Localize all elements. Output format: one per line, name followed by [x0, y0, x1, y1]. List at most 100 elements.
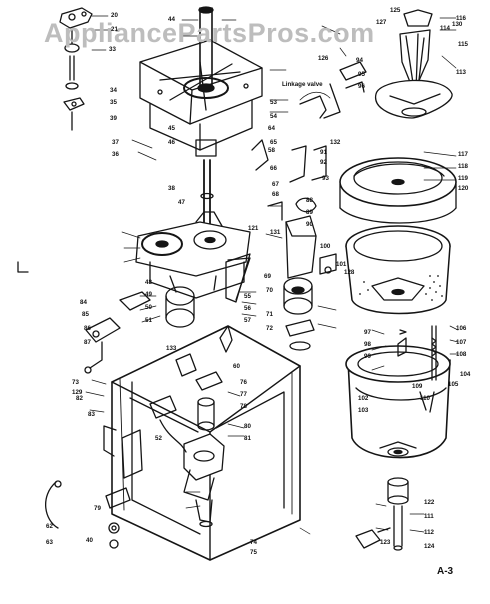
part-label: 51: [145, 317, 152, 324]
part-label: 74: [250, 539, 257, 546]
part-label: 126: [318, 55, 329, 62]
part-label: 87: [84, 339, 91, 346]
part-label: 92: [320, 159, 327, 166]
part-label: 65: [270, 139, 277, 146]
part-label: 120: [458, 185, 469, 192]
part-label: 97: [364, 329, 371, 336]
part-label: 40: [86, 537, 93, 544]
linkage-bracket: [59, 7, 93, 131]
part-label: 66: [270, 165, 277, 172]
part-label: 69: [264, 273, 271, 280]
outer-tub: [345, 345, 451, 459]
part-label: 44: [168, 16, 175, 23]
part-label: 107: [456, 339, 467, 346]
part-label: 45: [168, 125, 175, 132]
part-label: 35: [110, 99, 117, 106]
part-label: 39: [110, 115, 117, 122]
part-label: 67: [272, 181, 279, 188]
part-label: 76: [240, 379, 247, 386]
part-label: 57: [244, 317, 251, 324]
part-label: 53: [270, 99, 277, 106]
part-label: 91: [320, 149, 327, 156]
part-label: 36: [112, 151, 119, 158]
part-label: 50: [145, 304, 152, 311]
left-small-parts: [45, 317, 131, 549]
part-label: 95: [358, 71, 365, 78]
part-label: 103: [358, 407, 369, 414]
part-label: 104: [460, 371, 471, 378]
tub-hub-and-drain: [355, 477, 409, 551]
part-label: 112: [424, 529, 434, 536]
part-label: 119: [458, 175, 468, 182]
motor-cluster: [119, 253, 251, 328]
part-label: 80: [244, 423, 251, 430]
pump-and-hoses: [149, 353, 225, 528]
center-linkages: [227, 61, 367, 301]
part-label: 111: [424, 513, 434, 520]
wash-basket: [345, 225, 451, 315]
part-label: 122: [424, 499, 435, 506]
part-label: 99: [364, 353, 371, 360]
part-label: 33: [109, 46, 116, 53]
part-label: 70: [266, 287, 273, 294]
part-label: 94: [356, 57, 363, 64]
part-label: 124: [424, 543, 435, 550]
part-label: 100: [320, 243, 331, 250]
part-label: 127: [376, 19, 387, 26]
part-label: 132: [330, 139, 341, 146]
part-label: 73: [72, 379, 79, 386]
part-label: 106: [456, 325, 467, 332]
part-label: 20: [111, 12, 118, 19]
part-label: 82: [76, 395, 83, 402]
part-label: 55: [244, 293, 251, 300]
part-label: 130: [452, 21, 463, 28]
part-label: 86: [84, 325, 91, 332]
part-label: 38: [168, 185, 175, 192]
part-label: 117: [458, 151, 468, 158]
part-label: 56: [244, 305, 251, 312]
watermark: AppliancePartsPros.com: [44, 18, 375, 48]
part-label: 128: [344, 269, 355, 276]
part-label: 113: [456, 69, 466, 76]
part-label: 131: [270, 229, 281, 236]
part-label: 79: [94, 505, 101, 512]
part-label: 125: [390, 7, 401, 14]
part-label: 60: [233, 363, 240, 370]
part-label: 133: [166, 345, 177, 352]
part-label: 116: [456, 15, 466, 22]
right-side-rods: [397, 325, 437, 381]
part-label: 115: [458, 41, 468, 48]
part-label: 72: [266, 325, 273, 332]
part-label: 121: [248, 225, 259, 232]
part-label: 47: [178, 199, 185, 206]
part-label: 21: [111, 26, 118, 33]
agitator: [375, 9, 453, 119]
part-label: 37: [112, 139, 119, 146]
part-label: 88: [306, 197, 313, 204]
motor-capacitor-column: [283, 215, 337, 351]
part-label: 78: [240, 403, 247, 410]
part-label: 84: [80, 299, 87, 306]
part-label: 49: [145, 291, 152, 298]
part-label: 71: [266, 311, 273, 318]
part-label: 48: [145, 279, 152, 286]
part-label: 58: [268, 147, 275, 154]
page-code: A-3: [437, 566, 454, 577]
basket-ring: [339, 157, 457, 224]
transmission-assembly: [135, 159, 251, 299]
part-label: 109: [412, 383, 423, 390]
part-label: 81: [244, 435, 251, 442]
part-label: 98: [364, 341, 371, 348]
part-label: 85: [82, 311, 89, 318]
part-label: 118: [458, 163, 468, 170]
part-label: 46: [168, 139, 175, 146]
part-label: 90: [306, 221, 313, 228]
part-label: 77: [240, 391, 247, 398]
part-label: 63: [46, 539, 53, 546]
leader-lines: [85, 15, 459, 535]
part-label: 64: [268, 125, 275, 132]
part-label: 34: [110, 87, 117, 94]
callout-linkage-valve: Linkage valve: [282, 81, 323, 88]
part-label: 101: [336, 261, 347, 268]
